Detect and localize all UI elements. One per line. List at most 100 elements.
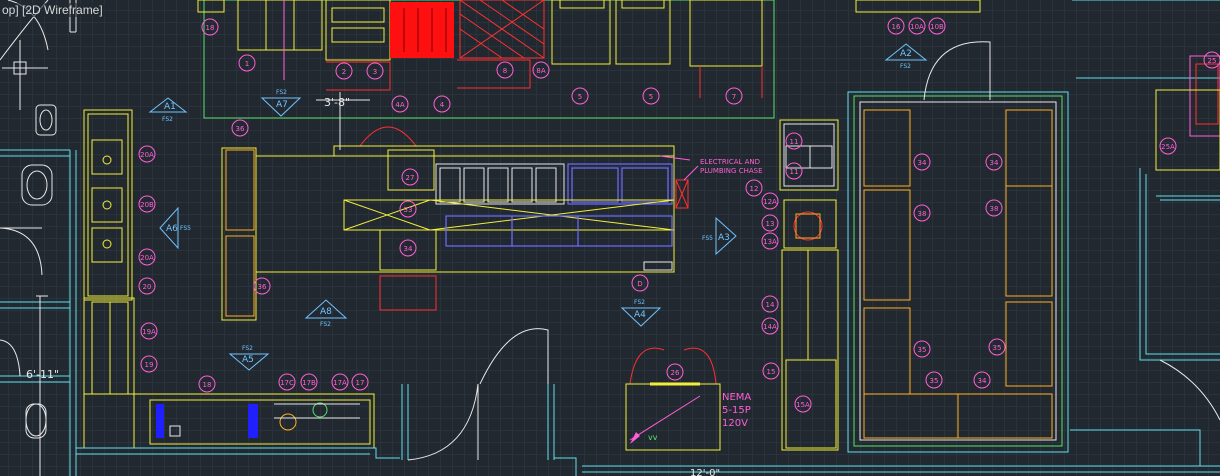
svg-text:14A: 14A xyxy=(763,323,777,331)
tag-34-bottom: 34 xyxy=(973,371,991,389)
left-sink-column[interactable] xyxy=(83,109,375,449)
ucs-icon xyxy=(2,40,48,110)
tag-27: 27 xyxy=(401,168,419,186)
tag-20a-1: 20A xyxy=(138,145,156,163)
svg-text:36: 36 xyxy=(258,283,267,291)
dimension-bottom: 12'-0" xyxy=(690,468,720,476)
section-marker-a3: FS5 A3 xyxy=(702,216,737,256)
tag-15: 15 xyxy=(762,362,780,380)
equipment-tags[interactable]: 18 1 2 3 4A 4 8 8A 5 5 7 16 10A 10B 20A … xyxy=(138,17,1220,413)
tag-4: 4 xyxy=(433,95,451,113)
tag-34-cooler-right: 34 xyxy=(985,153,1003,171)
note-electrical-line1: ELECTRICAL AND xyxy=(700,158,760,166)
svg-text:13: 13 xyxy=(766,220,775,228)
section-markers[interactable]: A1 FS2 FS2 A7 A6 FS5 A8 FS2 FS2 A5 FS2 A… xyxy=(148,43,928,371)
svg-text:A5: A5 xyxy=(242,355,254,365)
svg-text:A8: A8 xyxy=(320,307,332,317)
svg-text:11: 11 xyxy=(790,168,799,176)
tag-17b: 17B xyxy=(300,373,318,391)
svg-text:20A: 20A xyxy=(140,151,154,159)
svg-text:D: D xyxy=(637,280,642,288)
tag-14: 14 xyxy=(761,295,779,313)
svg-text:35: 35 xyxy=(930,377,939,385)
tag-25: 25 xyxy=(1203,51,1220,69)
viewport-controls-label[interactable]: op] [2D Wireframe] xyxy=(0,3,105,17)
tag-8: 8 xyxy=(496,61,514,79)
svg-text:17C: 17C xyxy=(280,379,294,387)
tag-34-cooler-left: 34 xyxy=(913,153,931,171)
svg-text:FS2: FS2 xyxy=(162,116,173,123)
svg-text:5: 5 xyxy=(649,93,653,101)
section-marker-a4: FS2 A4 xyxy=(620,299,662,327)
tag-10a: 10A xyxy=(908,17,926,35)
tag-25a: 25A xyxy=(1159,137,1177,155)
tag-33: 33 xyxy=(399,200,417,218)
tag-4a: 4A xyxy=(391,95,409,113)
svg-text:35: 35 xyxy=(918,346,927,354)
svg-text:FS2: FS2 xyxy=(900,63,911,70)
section-marker-a8: A8 FS2 xyxy=(304,299,348,328)
tag-d: D xyxy=(631,274,649,292)
svg-text:20A: 20A xyxy=(140,254,154,262)
svg-text:14: 14 xyxy=(766,301,775,309)
dimension-top: 3'-8" xyxy=(324,96,350,109)
tag-2: 2 xyxy=(335,62,353,80)
tag-3: 3 xyxy=(366,62,384,80)
svg-text:10A: 10A xyxy=(910,23,924,31)
section-marker-a7: FS2 A7 xyxy=(260,89,302,117)
svg-text:36: 36 xyxy=(236,125,245,133)
tag-38-left: 38 xyxy=(913,204,931,222)
svg-text:A2: A2 xyxy=(900,49,912,59)
svg-text:17A: 17A xyxy=(333,379,347,387)
svg-text:17: 17 xyxy=(356,379,365,387)
tag-18-top: 18 xyxy=(201,18,219,36)
walk-in-cooler[interactable] xyxy=(847,41,1069,453)
right-rooms xyxy=(1070,0,1220,466)
note-electrical-line2: PLUMBING CHASE xyxy=(700,167,763,175)
section-marker-a5: FS2 A5 xyxy=(228,345,270,371)
tag-35-left: 35 xyxy=(913,340,931,358)
tag-8a: 8A xyxy=(532,61,550,79)
tag-1: 1 xyxy=(238,54,256,72)
svg-text:FS2: FS2 xyxy=(242,345,253,352)
tag-11-b: 11 xyxy=(785,162,803,180)
tag-26: 26 xyxy=(666,363,684,381)
tag-20a-2: 20A xyxy=(138,248,156,266)
tag-35-right: 35 xyxy=(988,338,1006,356)
svg-text:12: 12 xyxy=(750,185,759,193)
svg-text:10B: 10B xyxy=(930,23,944,31)
svg-text:FS2: FS2 xyxy=(634,299,645,306)
tag-10b: 10B xyxy=(928,17,946,35)
tag-35-bottom: 35 xyxy=(925,371,943,389)
svg-text:7: 7 xyxy=(732,93,736,101)
tag-34-island: 34 xyxy=(399,239,417,257)
svg-text:20B: 20B xyxy=(140,201,154,209)
tag-19: 19 xyxy=(140,355,158,373)
top-dimension: 3'-8" xyxy=(316,92,370,150)
svg-text:vv: vv xyxy=(648,433,658,442)
svg-text:15: 15 xyxy=(767,368,776,376)
svg-text:19: 19 xyxy=(145,361,154,369)
svg-text:35: 35 xyxy=(993,344,1002,352)
tag-17a: 17A xyxy=(331,373,349,391)
svg-text:25A: 25A xyxy=(1161,143,1175,151)
svg-text:A7: A7 xyxy=(276,100,288,110)
tag-16: 16 xyxy=(887,17,905,35)
svg-text:4A: 4A xyxy=(395,101,404,109)
svg-text:38: 38 xyxy=(990,205,999,213)
svg-text:1: 1 xyxy=(245,60,249,68)
right-prep-column[interactable] xyxy=(779,119,839,451)
left-walls xyxy=(0,0,77,476)
svg-text:17B: 17B xyxy=(302,379,316,387)
hood-unit-26[interactable]: vv xyxy=(625,347,721,451)
tag-14a: 14A xyxy=(761,317,779,335)
svg-text:19A: 19A xyxy=(142,328,156,336)
top-cook-line[interactable] xyxy=(197,0,981,119)
tag-12: 12 xyxy=(745,179,763,197)
svg-text:4: 4 xyxy=(440,101,445,109)
cooking-island[interactable] xyxy=(221,126,691,321)
tag-13a: 13A xyxy=(761,232,779,250)
svg-text:34: 34 xyxy=(978,377,987,385)
